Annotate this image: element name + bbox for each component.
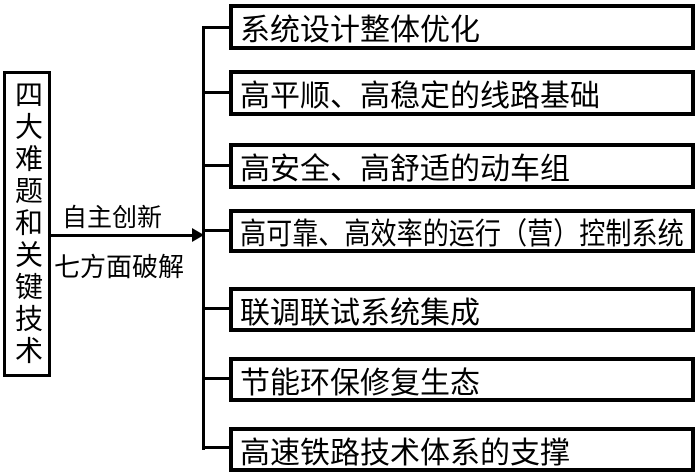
branch-label-4: 高可靠、高效率的运行（营）控制系统 (240, 217, 684, 252)
branch-box-4: 高可靠、高效率的运行（营）控制系统 (229, 209, 695, 253)
branch-box-1: 系统设计整体优化 (229, 4, 695, 50)
branch-label-7: 高速铁路技术体系的支撑 (240, 435, 570, 471)
branch-label-3: 高安全、高舒适的动车组 (240, 152, 570, 187)
branch-box-6: 节能环保修复生态 (229, 357, 695, 402)
branch-box-2: 高平顺、高稳定的线路基础 (229, 70, 695, 116)
connector-line-branch-1 (202, 26, 233, 29)
branch-label-5: 联调联试系统集成 (240, 295, 480, 331)
branch-box-5: 联调联试系统集成 (229, 287, 695, 332)
connector-line-branch-4 (202, 229, 233, 232)
trunk-connector-line (202, 26, 205, 450)
branch-box-7: 高速铁路技术体系的支撑 (229, 427, 695, 472)
connector-line-branch-5 (202, 307, 233, 310)
branch-box-3: 高安全、高舒适的动车组 (229, 143, 695, 189)
source-node-box: 四大难题和关键技术 (3, 71, 51, 377)
arrow-line (51, 234, 196, 237)
connector-line-branch-6 (202, 377, 233, 380)
arrow-label-top: 自主创新 (62, 203, 163, 232)
arrow-head-icon (192, 228, 204, 242)
branch-label-2: 高平顺、高稳定的线路基础 (240, 79, 600, 114)
source-node-label: 四大难题和关键技术 (11, 80, 44, 368)
branch-label-6: 节能环保修复生态 (240, 365, 480, 401)
connector-line-branch-7 (202, 446, 233, 449)
connector-line-branch-3 (202, 164, 233, 167)
connector-line-branch-2 (202, 91, 233, 94)
branch-label-1: 系统设计整体优化 (240, 13, 480, 48)
arrow-label-bottom: 七方面破解 (54, 253, 185, 283)
